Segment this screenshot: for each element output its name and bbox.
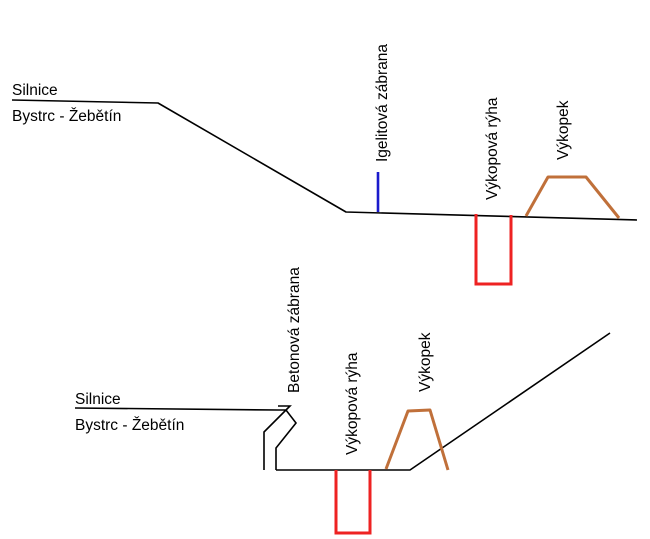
bottom-trench-label: Výkopová rýha bbox=[344, 352, 361, 455]
top-ground-profile bbox=[11, 99, 638, 221]
plastic-barrier-label: Igelitová zábrana bbox=[374, 44, 391, 162]
top-trench bbox=[474, 214, 513, 286]
bottom-tree-right bbox=[495, 320, 548, 378]
top-cross-section: Silnice Bystrc - Žebětín Igelitová zábra… bbox=[11, 44, 638, 286]
bottom-road-surface bbox=[74, 407, 279, 411]
bottom-road-label-line1: Silnice bbox=[75, 391, 121, 408]
bottom-trench bbox=[334, 470, 372, 535]
top-road-label-line2: Bystrc - Žebětín bbox=[12, 108, 121, 125]
bottom-cross-section: Silnice Bystrc - Žebětín Betonová zábran… bbox=[74, 267, 611, 535]
top-road-label-line1: Silnice bbox=[12, 82, 58, 99]
top-excavation-mound bbox=[524, 175, 621, 219]
concrete-barrier bbox=[263, 405, 298, 470]
bottom-tree-left bbox=[435, 322, 490, 430]
concrete-barrier-label: Betonová zábrana bbox=[286, 267, 303, 393]
bottom-excavation-label: Výkopek bbox=[417, 332, 434, 392]
top-trench-label: Výkopová rýha bbox=[484, 97, 501, 200]
bottom-ground-profile bbox=[276, 332, 611, 471]
top-tree-large bbox=[246, 68, 330, 152]
top-tree-small bbox=[310, 130, 356, 196]
top-excavation-label: Výkopek bbox=[555, 100, 572, 160]
bottom-excavation-mound bbox=[384, 408, 450, 471]
bottom-road-label-line2: Bystrc - Žebětín bbox=[75, 417, 184, 434]
